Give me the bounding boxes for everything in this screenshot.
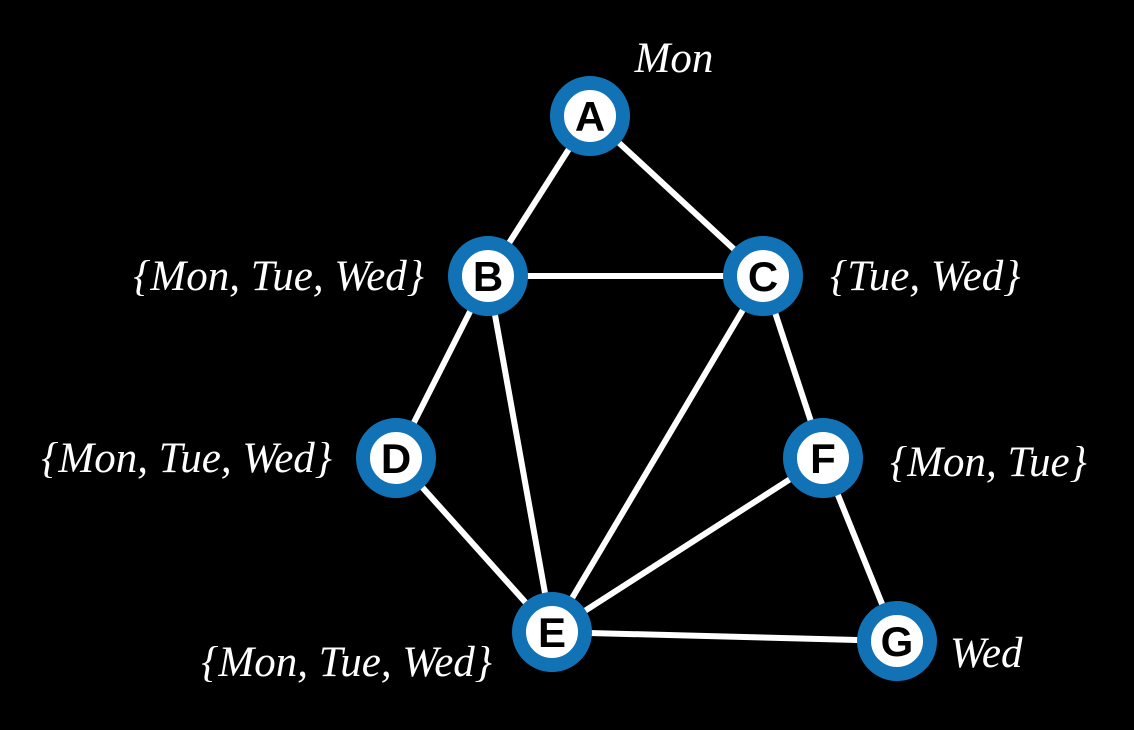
node-E: E {Mon, Tue, Wed} xyxy=(201,592,592,686)
node-C-domain-annotation: {Tue, Wed} xyxy=(830,253,1020,300)
node-E-domain-annotation: {Mon, Tue, Wed} xyxy=(201,639,492,686)
node-G-domain-annotation: Wed xyxy=(950,630,1023,677)
node-G-circle xyxy=(857,601,937,681)
edge-B-E xyxy=(485,273,555,635)
edge-E-G xyxy=(549,629,900,644)
node-D-domain-annotation: {Mon, Tue, Wed} xyxy=(41,435,332,482)
node-D-circle xyxy=(356,418,436,498)
node-E-circle xyxy=(512,592,592,672)
node-B-letter: B xyxy=(473,253,503,300)
node-F-circle xyxy=(783,418,863,498)
node-A-circle xyxy=(550,76,630,156)
node-B-circle xyxy=(448,236,528,316)
node-A-domain-annotation: Mon xyxy=(634,35,714,82)
node-G-letter: G xyxy=(881,618,914,665)
node-G: G Wed xyxy=(857,601,1023,681)
node-B: B {Mon, Tue, Wed} xyxy=(133,236,528,316)
node-C-circle xyxy=(723,236,803,316)
node-C: C {Tue, Wed} xyxy=(723,236,1020,316)
node-F-letter: F xyxy=(810,435,836,482)
node-C-letter: C xyxy=(748,253,778,300)
node-B-domain-annotation: {Mon, Tue, Wed} xyxy=(133,253,424,300)
node-D-letter: D xyxy=(381,435,411,482)
node-A: A Mon xyxy=(550,35,714,156)
node-F-domain-annotation: {Mon, Tue} xyxy=(890,439,1087,486)
node-E-letter: E xyxy=(538,609,566,656)
node-A-letter: A xyxy=(575,93,605,140)
edge-C-E xyxy=(549,273,766,635)
edge-E-F xyxy=(549,455,826,635)
node-D: D {Mon, Tue, Wed} xyxy=(41,418,436,498)
node-F: F {Mon, Tue} xyxy=(783,418,1087,498)
